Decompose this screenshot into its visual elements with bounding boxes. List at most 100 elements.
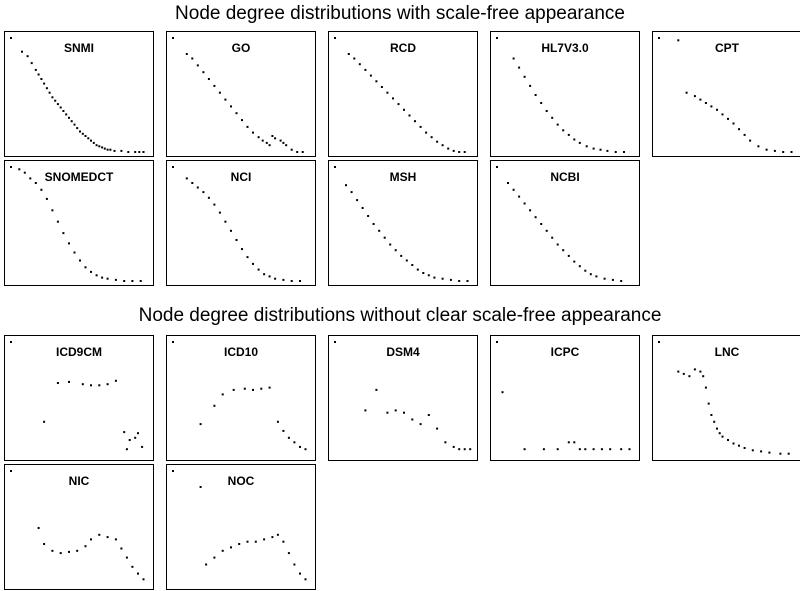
data-point [199, 486, 202, 488]
plot-title: NOC [227, 474, 255, 488]
plot-panel-dsm4: DSM4 [328, 335, 478, 461]
data-point [710, 105, 713, 108]
data-point [364, 68, 367, 71]
data-point [87, 137, 90, 140]
data-point [224, 220, 227, 223]
data-point [282, 141, 285, 144]
data-point [367, 215, 370, 217]
data-point [230, 546, 232, 549]
data-point [441, 277, 444, 280]
data-point [628, 448, 631, 451]
data-point [299, 572, 301, 575]
data-point [34, 182, 37, 184]
plot-title: ICD9CM [55, 345, 102, 359]
data-point [43, 543, 46, 545]
plot-title: NIC [68, 474, 90, 488]
plot-panel-snomedct: SNOMEDCT [4, 160, 154, 286]
data-point [422, 272, 425, 274]
data-point [103, 147, 106, 150]
data-point [101, 276, 104, 279]
data-point [592, 448, 595, 451]
data-point [347, 53, 350, 55]
data-point [37, 527, 40, 529]
data-point [127, 151, 130, 153]
data-point [768, 451, 771, 454]
data-point [463, 151, 466, 153]
data-point [296, 151, 299, 153]
data-point [90, 538, 92, 541]
plot-panel-snmi: SNMI [4, 31, 154, 157]
data-point [73, 123, 76, 126]
data-point [268, 275, 271, 278]
data-point [260, 387, 263, 390]
data-point [21, 50, 23, 53]
data-point [230, 105, 232, 108]
data-point [389, 243, 392, 246]
data-point [268, 386, 271, 389]
data-point [224, 98, 227, 101]
data-point [403, 108, 405, 111]
scatter-plot [496, 166, 623, 282]
data-point [254, 540, 257, 543]
data-point [392, 97, 394, 100]
data-point [106, 148, 109, 151]
data-point [131, 280, 134, 282]
data-point [172, 166, 174, 168]
data-point [452, 149, 455, 152]
data-point [584, 448, 587, 451]
data-point [98, 533, 101, 536]
data-point [191, 182, 194, 184]
data-point [507, 182, 509, 184]
scatter-plot [172, 470, 307, 581]
data-point [51, 209, 54, 212]
data-point [45, 197, 48, 200]
data-point [106, 383, 109, 386]
data-point [185, 53, 188, 55]
data-point [529, 209, 532, 212]
data-point [416, 268, 419, 271]
data-point [109, 148, 112, 151]
data-point [293, 441, 296, 444]
data-point [213, 84, 216, 87]
data-point [523, 202, 526, 205]
data-point [76, 549, 79, 552]
data-point [218, 211, 221, 214]
data-point [567, 133, 570, 136]
data-point [609, 448, 612, 451]
data-point [125, 556, 128, 559]
data-point [512, 188, 515, 191]
data-point [773, 149, 776, 152]
data-point [394, 409, 397, 412]
data-point [56, 382, 59, 384]
data-point [106, 277, 109, 280]
plot-panel-nci: NCI [166, 160, 316, 286]
data-point [29, 177, 32, 180]
data-point [688, 375, 691, 378]
data-point [54, 99, 57, 102]
data-point [125, 448, 128, 451]
data-point [534, 216, 537, 219]
data-point [213, 404, 216, 407]
data-point [595, 275, 598, 278]
data-point [463, 448, 466, 451]
data-point [10, 37, 12, 39]
plot-panel-cpt: CPT [652, 31, 800, 157]
data-point [142, 151, 145, 153]
data-point [101, 146, 104, 149]
data-point [98, 384, 101, 387]
data-point [600, 448, 603, 451]
data-point [677, 39, 680, 42]
data-point [585, 145, 588, 148]
data-point [290, 280, 293, 282]
data-point [743, 447, 746, 449]
data-point [274, 277, 277, 280]
data-point [727, 439, 729, 441]
data-point [685, 91, 688, 94]
data-point [79, 130, 81, 133]
data-point [205, 563, 208, 566]
data-point [501, 391, 504, 394]
data-point [458, 280, 461, 282]
data-point [353, 57, 356, 60]
data-point [430, 136, 433, 139]
plot-title: SNMI [64, 41, 94, 55]
